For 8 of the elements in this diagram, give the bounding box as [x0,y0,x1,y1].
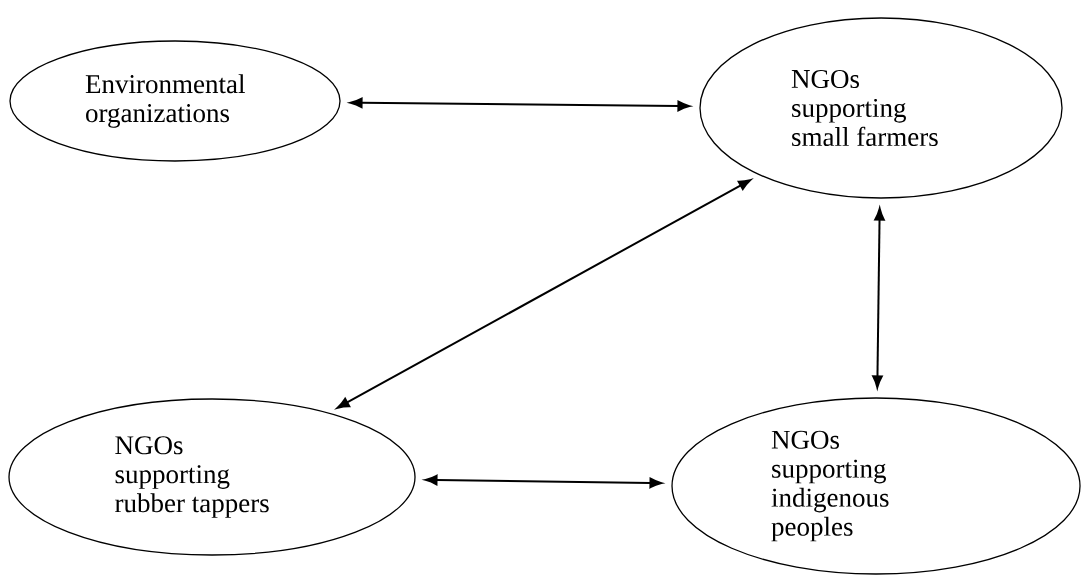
ellipse-node: NGOs supporting small farmers [699,17,1063,199]
double-arrow [336,179,752,409]
double-arrow [424,474,663,489]
ellipse-node: Environmental organizations [9,40,341,162]
ellipse-node: NGOs supporting rubber tappers [8,398,416,556]
ellipse-node: NGOs supporting indigenous peoples [671,397,1081,575]
double-arrow [872,207,885,389]
double-arrow [349,97,691,112]
